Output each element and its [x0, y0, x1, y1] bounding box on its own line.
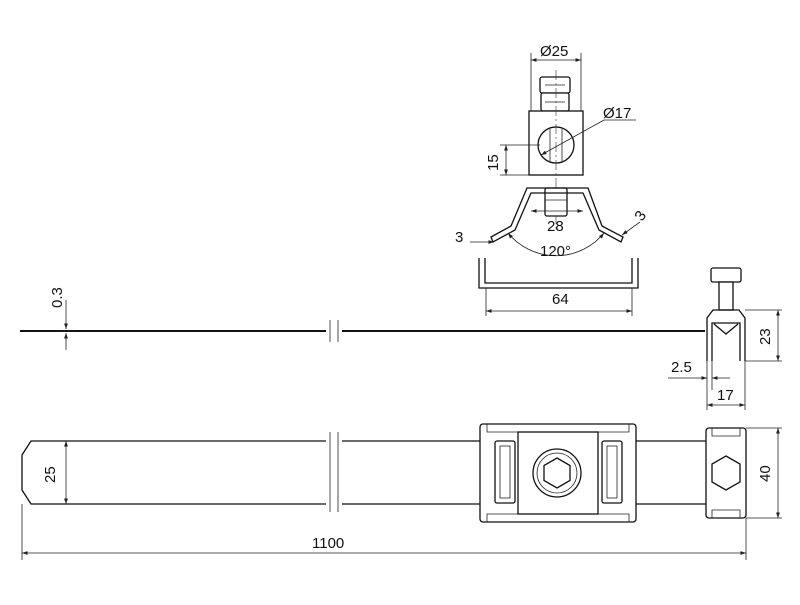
- dim-hole-diameter: Ø17: [603, 105, 631, 122]
- side-bolt-head: [710, 267, 742, 283]
- strap-tip: [21, 440, 326, 505]
- lower-bolt: [544, 187, 568, 217]
- dim-strap-thickness: 0.3: [49, 287, 66, 308]
- dim-side-offset: 2.5: [671, 359, 692, 376]
- side-clamp-body: [706, 309, 746, 361]
- dim-clamp-height: 15: [485, 154, 502, 171]
- hex-bolt: [532, 448, 582, 498]
- dim-total-height: 40: [757, 465, 774, 482]
- dim-lip-left: 3: [455, 229, 463, 246]
- side-bolt-shank: [718, 281, 734, 311]
- strap-plan-view: 25 40 1100: [21, 423, 782, 560]
- side-clamp-plan: [705, 427, 747, 519]
- dim-angle: 120°: [540, 243, 571, 260]
- dim-side-height: 23: [757, 328, 774, 345]
- dim-total-length: 1100: [312, 535, 344, 552]
- dim-saddle-width: 64: [552, 291, 569, 308]
- slot-left: [494, 440, 516, 504]
- dim-lip-right: 3: [631, 208, 650, 225]
- strap-side-view: 0.3 23 2.5 17: [20, 267, 782, 410]
- slot-right: [601, 440, 623, 504]
- u-strap: [478, 258, 639, 289]
- main-clamp-plate: [479, 423, 637, 523]
- dim-side-width: 17: [717, 387, 734, 404]
- dim-bracket-width: 28: [547, 218, 564, 235]
- dim-strap-width: 25: [42, 466, 59, 483]
- saddle-bracket: [490, 187, 624, 243]
- dim-bolt-diameter: Ø25: [540, 43, 568, 60]
- clamp-detail-view: Ø25 Ø17 15 28 120° 3 3 64: [455, 43, 650, 316]
